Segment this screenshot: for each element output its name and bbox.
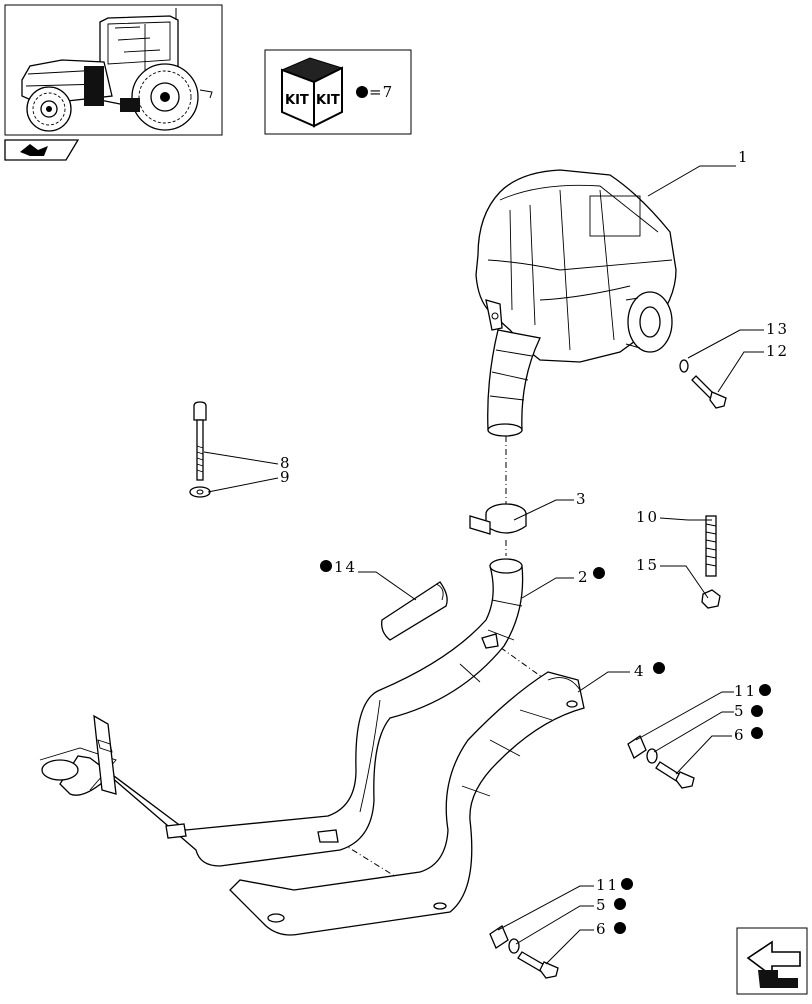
callout-1: 1 — [738, 148, 750, 166]
fastener-set-upper[interactable] — [627, 735, 695, 789]
heat-shield-part-14[interactable] — [381, 581, 448, 641]
callout-2-marker — [593, 567, 605, 579]
clip-part-11-upper — [627, 735, 647, 759]
callout-6-upper-marker — [751, 727, 763, 739]
exhaust-pipe-part-4[interactable] — [229, 671, 585, 936]
bolt-part-12[interactable] — [691, 375, 727, 409]
kit-box-icon: KIT KIT — [280, 57, 344, 128]
leader-lines — [203, 165, 764, 965]
muffler-part-1[interactable] — [475, 169, 677, 437]
kit-label-left: KIT — [285, 93, 309, 108]
tractor-thumbnail-icon[interactable] — [4, 4, 223, 136]
callout-5-upper: 5 — [734, 702, 746, 720]
callout-4: 4 — [634, 662, 646, 680]
callout-11-lower-marker — [621, 878, 633, 890]
washer-part-9[interactable] — [189, 486, 211, 498]
kit-equals-text: =7 — [369, 83, 393, 101]
callout-10: 10 — [636, 508, 659, 526]
kit-marker-dot — [356, 86, 368, 98]
callout-11-lower: 11 — [596, 876, 619, 894]
callout-6-lower: 6 — [596, 920, 608, 938]
washer-part-13[interactable] — [679, 359, 689, 373]
next-page-arrow-icon[interactable] — [736, 927, 808, 995]
callout-14: 14 — [334, 558, 357, 576]
exhaust-pipe-part-2[interactable] — [39, 558, 524, 867]
callout-15: 15 — [636, 556, 659, 574]
callout-5-lower: 5 — [596, 896, 608, 914]
callout-8: 8 — [280, 454, 292, 472]
callout-13: 13 — [766, 320, 789, 338]
clamp-part-3[interactable] — [469, 503, 527, 535]
bolt-part-8[interactable] — [193, 401, 207, 481]
callout-12: 12 — [766, 342, 789, 360]
callout-2: 2 — [578, 568, 590, 586]
stud-part-10[interactable] — [705, 515, 717, 577]
callout-6-lower-marker — [614, 922, 626, 934]
callout-6-upper: 6 — [734, 726, 746, 744]
nut-part-15[interactable] — [701, 589, 721, 609]
callout-3: 3 — [576, 490, 588, 508]
washer-part-5-lower — [508, 938, 520, 954]
callout-9: 9 — [280, 468, 292, 486]
kit-legend: KIT KIT =7 — [264, 49, 412, 135]
callout-14-marker — [320, 560, 332, 572]
callout-5-upper-marker — [751, 705, 763, 717]
callout-11-upper: 11 — [734, 682, 757, 700]
page-tab-icon[interactable] — [4, 139, 80, 161]
callout-labels: 1 2 3 4 5 5 6 6 8 9 10 11 11 12 13 14 15 — [280, 148, 789, 938]
fastener-set-lower[interactable] — [489, 925, 559, 979]
clip-part-11-lower — [489, 925, 509, 949]
callout-11-upper-marker — [759, 684, 771, 696]
callout-5-lower-marker — [614, 898, 626, 910]
washer-part-5-upper — [646, 748, 658, 764]
kit-label-right: KIT — [316, 93, 340, 108]
callout-4-marker — [653, 662, 665, 674]
